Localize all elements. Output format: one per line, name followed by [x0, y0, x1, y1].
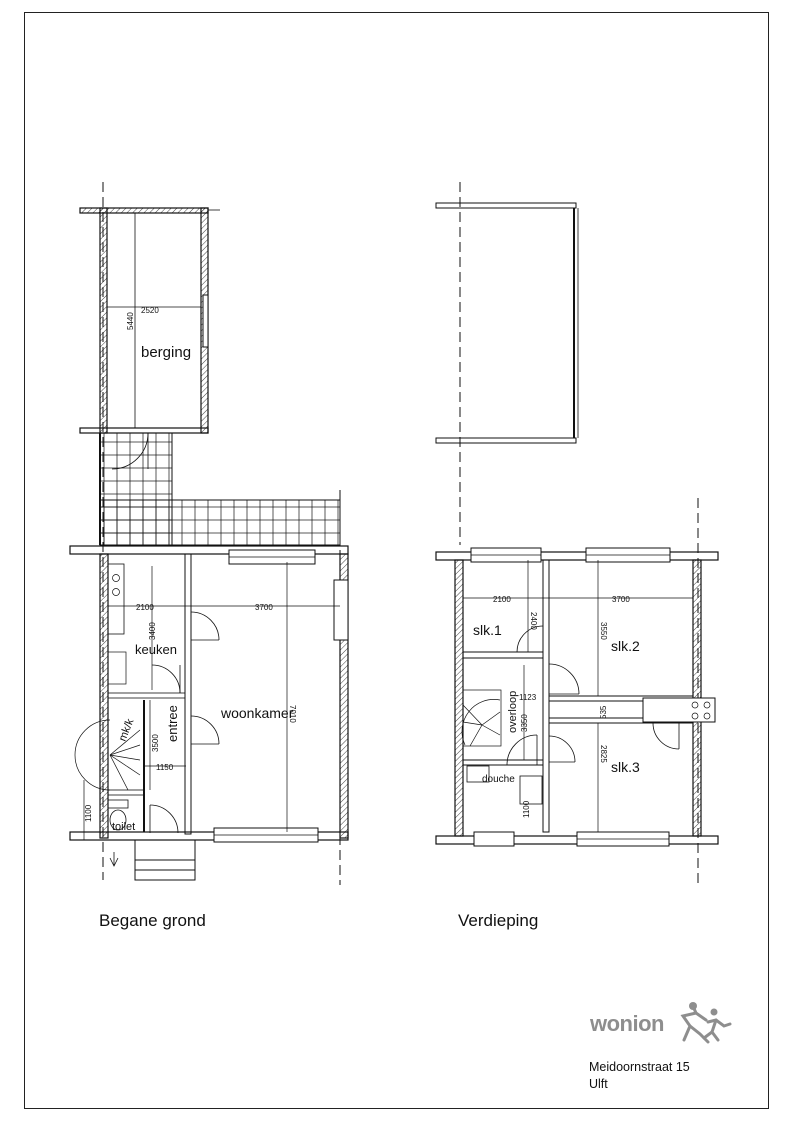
upper-floor-dimensions [463, 560, 693, 832]
front-step [134, 839, 196, 881]
upper-floor-walls [435, 547, 719, 847]
room-label-slk2: slk.2 [611, 638, 640, 654]
north-arrow-icon [109, 852, 119, 867]
dim-2520: 2520 [141, 306, 159, 315]
door-swing-icon [506, 625, 680, 766]
ground-floor-walls [69, 545, 349, 843]
dim-3350: 3350 [520, 714, 529, 732]
dim-2100: 2100 [493, 595, 511, 604]
shower-tray [466, 765, 490, 783]
dim-1100: 1100 [522, 800, 531, 818]
dim-5440: 5440 [126, 312, 135, 330]
room-label-entree: entree [165, 705, 180, 742]
wonion-logo: wonion [588, 996, 738, 1048]
staircase-icon [461, 689, 502, 747]
ground-floor-texts: berging keuken woonkamer entree mk/k toi… [84, 306, 297, 833]
kitchen-counter [107, 563, 125, 635]
dim-3400: 3400 [148, 622, 157, 640]
room-label-douche: douche [482, 774, 515, 785]
dim-2400: 2400 [529, 612, 538, 630]
dim-7010: 7010 [288, 705, 297, 723]
door-swing-icon [149, 611, 220, 834]
floor-label-ground: Begane grond [99, 911, 206, 930]
ground-floor-plan [69, 182, 349, 885]
room-label-slk3: slk.3 [611, 759, 640, 775]
logo-figure-icon [680, 1002, 732, 1044]
stove-icon [112, 574, 120, 596]
dim-3700: 3700 [255, 603, 273, 612]
room-label-berging: berging [141, 344, 191, 361]
address-street: Meidoornstraat 15 [589, 1060, 690, 1074]
shed-roof-outline [435, 202, 579, 444]
dim-535: 535 [599, 705, 608, 719]
room-label-keuken: keuken [135, 642, 177, 657]
storage-shed [79, 207, 220, 434]
dim-2825: 2825 [599, 745, 608, 763]
room-label-toilet: toilet [112, 821, 135, 833]
dim-3700: 3700 [612, 595, 630, 604]
stove-icon [691, 701, 711, 720]
toilet-icon [107, 799, 129, 831]
room-label-woonkamer: woonkamer [220, 705, 294, 721]
dim-3550: 3550 [599, 622, 608, 640]
room-label-mk: mk/k [117, 717, 137, 743]
upper-floor-plan [435, 182, 719, 885]
room-label-slk1: slk.1 [473, 622, 502, 638]
staircase-icon [74, 719, 141, 791]
dim-3500: 3500 [151, 734, 160, 752]
room-label-overloop: overloop [507, 691, 519, 733]
dim-1123: 1123 [519, 693, 537, 702]
floor-label-upper: Verdieping [458, 911, 539, 930]
dim-1150: 1150 [156, 763, 174, 772]
sheet-border [24, 12, 769, 1109]
garden-tiles [99, 432, 341, 546]
sink-icon [107, 651, 127, 685]
sink-icon [519, 775, 543, 805]
ground-floor-dimensions [83, 562, 340, 840]
dim-1100: 1100 [84, 804, 93, 822]
logo-name: wonion [590, 1011, 664, 1036]
address-city: Ulft [589, 1077, 608, 1091]
upper-floor-texts: slk.1 slk.2 slk.3 overloop douche 2100 3… [473, 595, 640, 818]
dim-2100: 2100 [136, 603, 154, 612]
